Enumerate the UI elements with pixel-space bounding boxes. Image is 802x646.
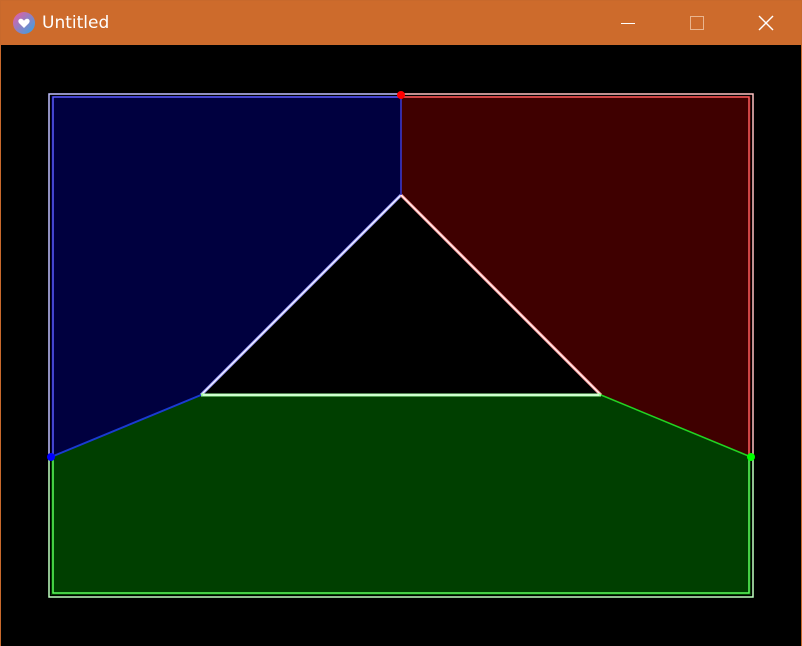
minimize-icon bbox=[621, 23, 635, 24]
close-button[interactable] bbox=[743, 1, 789, 45]
triangle-left-edge-core bbox=[200, 194, 402, 396]
green-region bbox=[51, 395, 751, 595]
maximize-icon bbox=[690, 16, 704, 30]
green-vertex[interactable] bbox=[747, 453, 755, 461]
center-triangle bbox=[203, 197, 599, 395]
maximize-button[interactable] bbox=[674, 1, 720, 45]
red-outline-inner bbox=[401, 96, 750, 455]
window-title: Untitled bbox=[42, 13, 110, 33]
green-outline-outer bbox=[48, 457, 754, 598]
triangle-right-edge-core bbox=[400, 194, 602, 396]
canvas-svg bbox=[47, 91, 755, 598]
blue-outline-inner bbox=[52, 96, 401, 455]
close-icon bbox=[758, 15, 774, 31]
red-outline-outer bbox=[401, 93, 754, 457]
green-outline-inner bbox=[52, 459, 750, 594]
blue-outline-outer bbox=[48, 93, 401, 457]
red-region bbox=[401, 96, 751, 457]
green-connector bbox=[600, 394, 752, 458]
blue-connector bbox=[50, 394, 202, 458]
blue-vertex[interactable] bbox=[47, 453, 55, 461]
red-vertex[interactable] bbox=[397, 91, 405, 99]
heart-icon bbox=[13, 12, 35, 34]
minimize-button[interactable] bbox=[605, 1, 651, 45]
drawing-canvas[interactable] bbox=[1, 45, 801, 646]
blue-region bbox=[51, 96, 401, 457]
title-bar[interactable]: Untitled bbox=[1, 1, 801, 45]
